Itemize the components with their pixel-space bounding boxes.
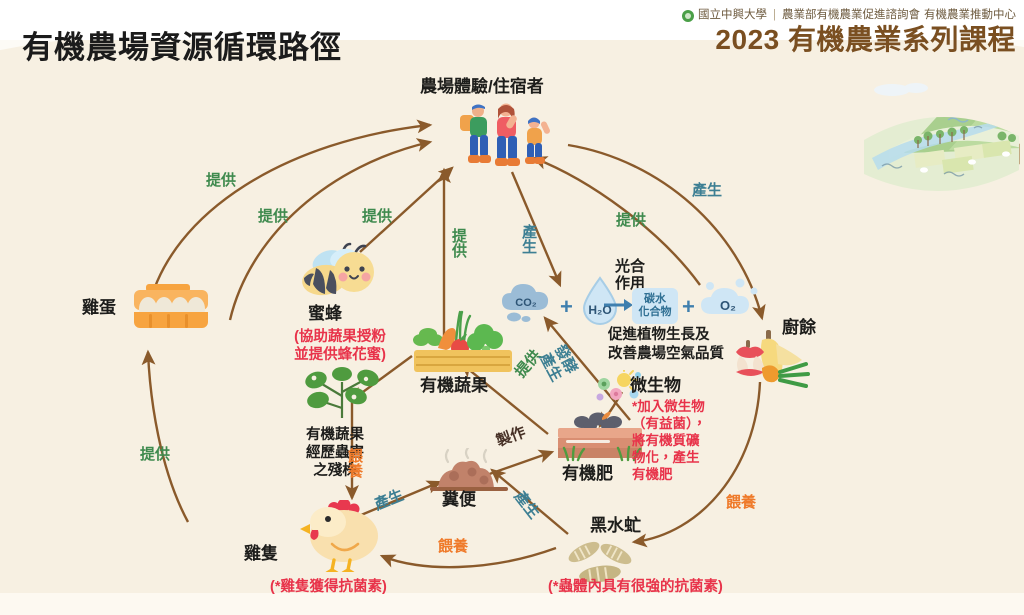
soldierfly-label: 黑水虻 bbox=[590, 516, 641, 535]
chicken-icon bbox=[300, 500, 378, 572]
veggies-label: 有機蔬果 bbox=[420, 376, 488, 395]
brand-center: 有機農業推動中心 bbox=[924, 9, 1016, 21]
damaged-plant-icon bbox=[305, 367, 379, 418]
chicken-note: (*雞隻獲得抗菌素) bbox=[270, 579, 387, 595]
residue-label: 有機蔬果 經歷蟲害 之殘株 bbox=[306, 427, 364, 479]
co2-cloud-icon: CO₂ bbox=[502, 284, 549, 322]
microbe-note: *加入微生物 （有益菌）， 將有機質礦 物化，產生 有機肥 bbox=[632, 399, 707, 482]
reaction-arrow-icon bbox=[604, 299, 633, 311]
edge-label-guests-to-foodwaste: 產生 bbox=[692, 182, 723, 199]
guests-illustration bbox=[460, 103, 550, 166]
edge-label-veggies-to-guests: 提供 bbox=[450, 228, 467, 258]
manure-label: 糞便 bbox=[442, 490, 476, 509]
brand-separator: | bbox=[773, 9, 776, 21]
plus-sign-1: + bbox=[560, 294, 573, 319]
guests-label: 農場體驗/住宿者 bbox=[420, 77, 544, 96]
fertilizer-label: 有機肥 bbox=[562, 464, 613, 483]
bee-note: (協助蔬果授粉 並提供蜂花蜜) bbox=[294, 329, 386, 363]
edge-label-chicken-to-eggs: 提供 bbox=[140, 446, 171, 463]
microbe-label: 微生物 bbox=[630, 376, 681, 395]
edge-label-residue-to-chicken: 餵養 bbox=[346, 448, 363, 478]
edge-label-foodwaste-to-fly: 餵養 bbox=[726, 494, 757, 511]
background-white-header bbox=[0, 0, 1024, 40]
bee-icon bbox=[302, 242, 374, 296]
microbe-icon bbox=[596, 370, 641, 401]
edge-label-guests-to-co2: 產生 bbox=[520, 224, 537, 254]
fertilizer-crate-icon bbox=[558, 411, 642, 462]
o2-cloud-icon: O₂ bbox=[701, 278, 758, 314]
edge-label-eggs-to-guests: 提供 bbox=[206, 172, 237, 189]
brand-header: 國立中興大學 | 農業部有機農業促進諮詢會 有機農業推動中心 2023 有機農業… bbox=[682, 8, 1016, 56]
food-scraps-icon bbox=[736, 330, 810, 388]
brand-org: 國立中興大學 bbox=[698, 9, 767, 21]
brand-partner: 農業部有機農業促進諮詢會 bbox=[782, 9, 920, 21]
course-title: 2023 有機農業系列課程 bbox=[715, 24, 1016, 55]
soldierfly-note: (*蟲體內具有很強的抗菌素) bbox=[548, 579, 723, 595]
veggie-basket-icon bbox=[413, 310, 512, 372]
svg-text:CO₂: CO₂ bbox=[515, 297, 537, 309]
soldier-fly-larvae-icon bbox=[568, 541, 632, 583]
eggs-label: 雞蛋 bbox=[82, 298, 116, 317]
brand-line: 國立中興大學 | 農業部有機農業促進諮詢會 有機農業推動中心 bbox=[682, 8, 1016, 23]
chicken-label: 雞隻 bbox=[244, 544, 278, 563]
carbohydrate-chip: 碳水 化合物 bbox=[632, 288, 678, 324]
edge-label-bee-to-guests: 提供 bbox=[258, 208, 289, 225]
background-bottom-strip bbox=[0, 593, 1024, 615]
farm-landscape-illustration bbox=[854, 78, 1024, 208]
edge-label-fly-to-chicken: 餵養 bbox=[438, 538, 469, 555]
bee-label: 蜜蜂 bbox=[308, 304, 342, 323]
foodwaste-label: 廚餘 bbox=[782, 318, 816, 337]
egg-carton-icon bbox=[134, 284, 208, 328]
photosynthesis-description: 促進植物生長及 改善農場空氣品質 bbox=[608, 327, 724, 362]
edge-label-o2-to-guests: 提供 bbox=[616, 212, 647, 229]
page-title: 有機農場資源循環路徑 bbox=[22, 30, 342, 65]
university-logo-icon bbox=[682, 9, 694, 22]
edge-label-bee-direct-to-guests: 提供 bbox=[362, 208, 393, 225]
manure-icon bbox=[430, 448, 508, 491]
svg-text:O₂: O₂ bbox=[720, 298, 736, 313]
photosynthesis-process-label: 光合 作用 bbox=[615, 258, 646, 292]
plus-sign-2: + bbox=[682, 294, 695, 319]
